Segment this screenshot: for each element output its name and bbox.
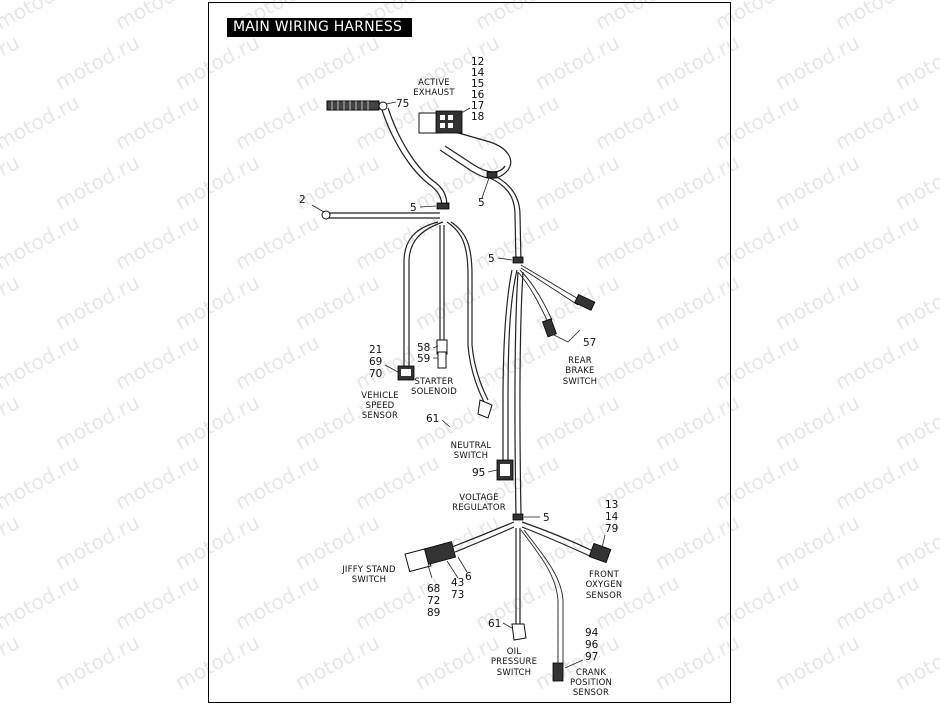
starter-solenoid-connector xyxy=(436,339,448,369)
callout-crank-3: 97 xyxy=(585,651,598,663)
front-oxygen-sensor-connector xyxy=(588,542,612,564)
component-captions: ACTIVE EXHAUST VEHICLE SPEED SENSOR STAR… xyxy=(341,78,622,698)
caption-neutral-line1: NEUTRAL xyxy=(451,441,492,451)
caption-vss-line2: SPEED xyxy=(366,401,395,411)
callout-95: 95 xyxy=(472,467,485,479)
jiffy-stand-switch-connector xyxy=(404,541,457,573)
caption-jiffy-line1: JIFFY STAND xyxy=(341,565,396,575)
caption-active-exhaust-line2: EXHAUST xyxy=(413,88,455,98)
item-2-ground-strap xyxy=(321,210,331,220)
callout-front-oxygen-1: 13 xyxy=(605,499,618,511)
caption-regulator-line1: VOLTAGE xyxy=(459,493,498,503)
caption-crank-line1: CRANK xyxy=(576,668,606,678)
callout-jiffy-2: 72 xyxy=(427,595,440,607)
caption-regulator-line2: REGULATOR xyxy=(452,503,506,513)
caption-solenoid-line1: STARTER xyxy=(415,377,454,387)
caption-crank-line3: SENSOR xyxy=(573,688,609,698)
callout-crank-1: 94 xyxy=(585,627,599,639)
callout-front-oxygen-3: 79 xyxy=(605,523,618,535)
caption-jiffy-line2: SWITCH xyxy=(352,575,387,585)
caption-front-oxygen-line1: FRONT xyxy=(589,570,620,580)
vehicle-speed-sensor-connector xyxy=(397,365,415,381)
callout-active-exhaust-5: 17 xyxy=(471,100,484,112)
callout-5-upper-right: 5 xyxy=(478,197,485,209)
page-title: MAIN WIRING HARNESS xyxy=(227,18,412,37)
crank-position-sensor-connector xyxy=(552,662,564,682)
callout-6: 6 xyxy=(465,571,472,583)
callout-61-oil: 61 xyxy=(488,618,501,630)
callout-vss-1: 21 xyxy=(369,344,382,356)
caption-oil-line3: SWITCH xyxy=(497,668,532,678)
callout-active-exhaust-3: 15 xyxy=(471,78,484,90)
callout-crank-2: 96 xyxy=(585,639,599,651)
callout-active-exhaust-1: 12 xyxy=(471,56,484,68)
caption-front-oxygen-line2: OXYGEN xyxy=(586,580,623,590)
harness-wires xyxy=(328,107,596,665)
callout-75: 75 xyxy=(396,98,409,110)
oil-pressure-switch-terminal xyxy=(511,623,527,641)
leader-lines xyxy=(311,101,606,669)
diagram-frame xyxy=(208,2,731,703)
neutral-switch-terminal xyxy=(477,399,493,419)
caption-rear-brake-line3: SWITCH xyxy=(563,377,598,387)
caption-active-exhaust-line1: ACTIVE xyxy=(418,78,450,88)
callout-73: 73 xyxy=(451,589,464,601)
caption-vss-line3: SENSOR xyxy=(362,411,398,421)
voltage-regulator-connector xyxy=(496,459,514,481)
junction-clips xyxy=(436,171,524,521)
callout-57: 57 xyxy=(583,337,596,349)
callout-active-exhaust-2: 14 xyxy=(471,67,485,79)
caption-neutral-line2: SWITCH xyxy=(454,451,489,461)
callout-solenoid-1: 58 xyxy=(417,342,430,354)
caption-rear-brake-line1: REAR xyxy=(568,356,592,366)
callout-active-exhaust-4: 16 xyxy=(471,89,485,101)
active-exhaust-connectors xyxy=(418,110,463,134)
callout-numbers: 12 14 15 16 17 18 75 2 5 5 5 21 69 70 58… xyxy=(299,56,619,663)
callout-active-exhaust-6: 18 xyxy=(471,111,484,123)
callout-5-lower: 5 xyxy=(543,512,550,524)
callout-43: 43 xyxy=(451,577,464,589)
caption-rear-brake-line2: BRAKE xyxy=(565,366,594,376)
item-75-connector xyxy=(326,100,388,111)
callout-2: 2 xyxy=(299,194,306,206)
callout-front-oxygen-2: 14 xyxy=(605,511,619,523)
callout-vss-2: 69 xyxy=(369,356,382,368)
callout-5-middle: 5 xyxy=(488,253,495,265)
rear-brake-switch-connectors xyxy=(541,294,596,338)
caption-front-oxygen-line3: SENSOR xyxy=(586,591,622,601)
callout-solenoid-2: 59 xyxy=(417,353,430,365)
caption-crank-line2: POSITION xyxy=(570,678,612,688)
callout-61-neutral: 61 xyxy=(426,413,439,425)
callout-5-upper-left: 5 xyxy=(410,202,417,214)
callout-vss-3: 70 xyxy=(369,368,382,380)
caption-oil-line1: OIL xyxy=(507,647,522,657)
callout-jiffy-3: 89 xyxy=(427,607,440,619)
caption-vss-line1: VEHICLE xyxy=(361,391,399,401)
caption-oil-line2: PRESSURE xyxy=(491,657,537,667)
callout-jiffy-1: 68 xyxy=(427,583,440,595)
caption-solenoid-line2: SOLENOID xyxy=(411,387,457,397)
